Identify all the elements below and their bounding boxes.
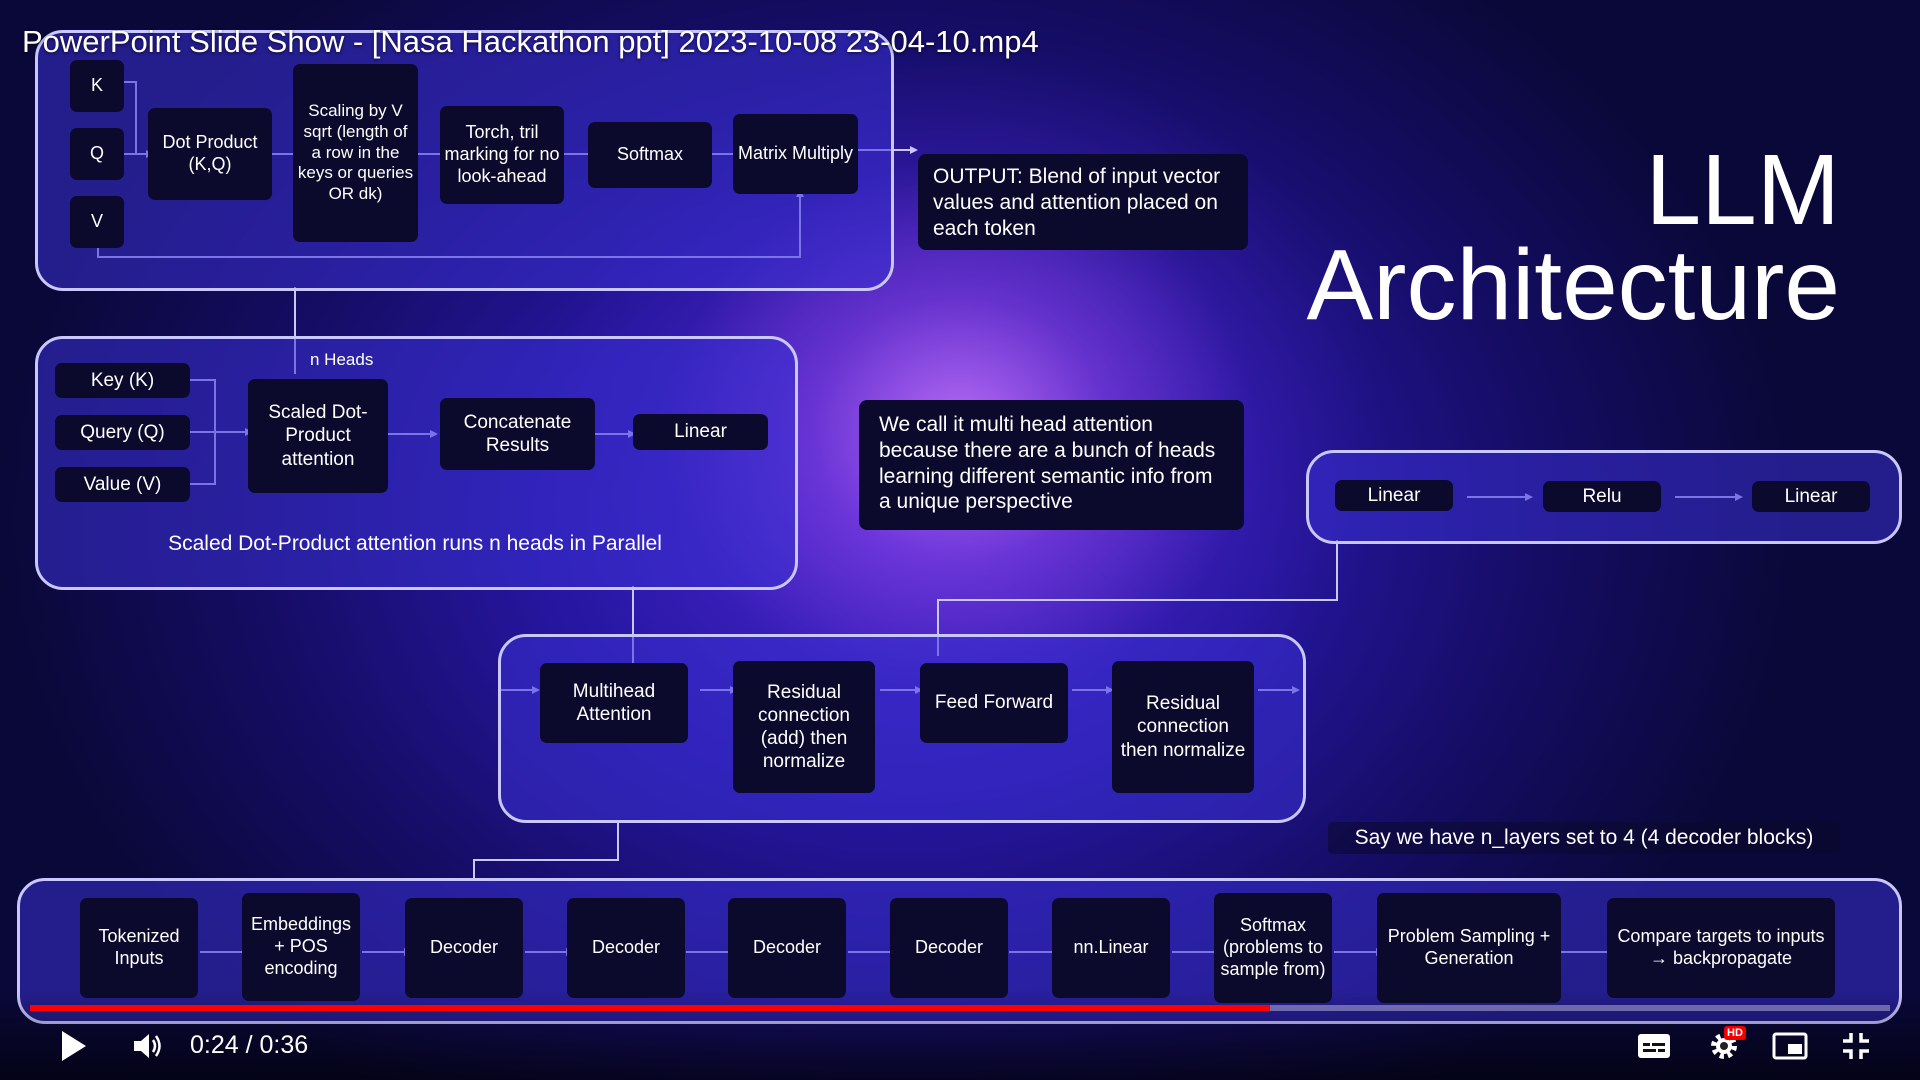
pipeline-softmax: Softmax (problems to sample from) — [1214, 893, 1332, 1003]
ff-relu: Relu — [1543, 481, 1661, 512]
pipeline-embeddings: Embeddings + POS encoding — [242, 893, 360, 1001]
slide-title-line2: Architecture — [1306, 229, 1840, 341]
volume-icon — [134, 1034, 161, 1058]
residual-add-norm-box-1: Residual connection (add) then normalize — [733, 661, 875, 793]
multihead-note: We call it multi head attention because … — [859, 400, 1244, 530]
input-q: Q — [70, 128, 124, 180]
pipeline-decoder-2: Decoder — [567, 898, 685, 998]
ff-linear-1: Linear — [1335, 480, 1453, 511]
pipeline-decoder-4: Decoder — [890, 898, 1008, 998]
dot-product-box: Dot Product (K,Q) — [148, 108, 272, 200]
video-title: PowerPoint Slide Show - [Nasa Hackathon … — [22, 24, 1039, 59]
value-input-box: Value (V) — [55, 467, 190, 502]
output-note: OUTPUT: Blend of input vector values and… — [918, 154, 1248, 250]
hd-badge: HD — [1724, 1026, 1746, 1040]
progress-played — [30, 1005, 1271, 1011]
concatenate-box: Concatenate Results — [440, 398, 595, 470]
softmax-box: Softmax — [588, 122, 712, 188]
play-icon — [62, 1031, 86, 1061]
pipeline-sampling: Problem Sampling + Generation — [1377, 893, 1561, 1003]
mh-linear-box: Linear — [633, 414, 768, 450]
pipeline-backpropagate: Compare targets to inputs → backpropagat… — [1607, 898, 1835, 998]
settings-button[interactable]: HD — [1702, 1026, 1746, 1066]
key-input-box: Key (K) — [55, 363, 190, 398]
scaled-attention-box: Scaled Dot-Product attention — [248, 379, 388, 493]
settings-icon — [1711, 1033, 1737, 1059]
scaling-box: Scaling by V sqrt (length of a row in th… — [293, 64, 418, 242]
subtitles-icon — [1638, 1034, 1670, 1058]
multihead-attention-box: Multihead Attention — [540, 663, 688, 743]
pipeline-decoder-3: Decoder — [728, 898, 846, 998]
miniplayer-icon — [1772, 1032, 1808, 1060]
ff-linear-2: Linear — [1752, 481, 1870, 512]
exit-fullscreen-icon — [1843, 1033, 1869, 1059]
slide-title-line1: LLM — [1645, 134, 1840, 246]
pipeline-decoder-1: Decoder — [405, 898, 523, 998]
subtitles-button[interactable] — [1632, 1026, 1676, 1066]
input-k: K — [70, 60, 124, 112]
n-heads-label: n Heads — [310, 350, 374, 369]
input-v: V — [70, 196, 124, 248]
progress-bar[interactable] — [30, 1005, 1890, 1011]
pipeline-nn-linear: nn.Linear — [1052, 898, 1170, 998]
tril-mask-box: Torch, tril marking for no look-ahead — [440, 106, 564, 204]
query-input-box: Query (Q) — [55, 415, 190, 450]
time-display: 0:24 / 0:36 — [190, 1031, 309, 1059]
feed-forward-box: Feed Forward — [920, 663, 1068, 743]
play-button[interactable] — [50, 1026, 96, 1066]
volume-button[interactable] — [128, 1026, 170, 1066]
parallel-caption: Scaled Dot-Product attention runs n head… — [168, 532, 662, 555]
pipeline-tokenized-inputs: Tokenized Inputs — [80, 898, 198, 998]
miniplayer-button[interactable] — [1768, 1026, 1812, 1066]
matrix-multiply-box: Matrix Multiply — [733, 114, 858, 194]
residual-add-norm-box-2: Residual connection then normalize — [1112, 661, 1254, 793]
n-layers-note: Say we have n_layers set to 4 (4 decoder… — [1328, 822, 1840, 854]
exit-fullscreen-button[interactable] — [1834, 1026, 1878, 1066]
